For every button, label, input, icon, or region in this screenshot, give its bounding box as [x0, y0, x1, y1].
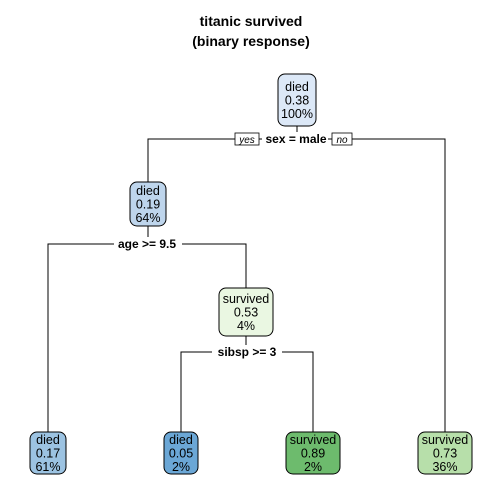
node-class-label: died	[136, 184, 160, 198]
node-box	[417, 431, 473, 475]
node-probability: 0.73	[433, 447, 457, 461]
node-class-label: died	[169, 433, 193, 447]
node-box	[277, 73, 317, 127]
split-label-bg	[262, 132, 328, 146]
node-class-label: survived	[223, 292, 270, 306]
node-class-label: survived	[422, 433, 469, 447]
node-probability: 0.38	[285, 94, 309, 108]
node-class-label: survived	[290, 433, 337, 447]
node-probability: 0.89	[301, 447, 325, 461]
edge-sibsp-split	[180, 351, 314, 432]
node-probability: 0.19	[136, 198, 160, 212]
node-percentage: 2%	[172, 460, 190, 474]
yes-label: yes	[234, 132, 260, 146]
split-label-bg	[212, 345, 282, 359]
split-age-label: age >= 9.5	[114, 237, 182, 251]
split-label: sibsp >= 3	[218, 345, 277, 359]
split-sex-label: sex = male	[262, 132, 328, 146]
yes-box	[234, 132, 260, 146]
no-text: no	[336, 135, 348, 146]
node-probability: 0.53	[234, 306, 258, 320]
split-sibsp-label: sibsp >= 3	[212, 345, 282, 359]
node-probability: 0.17	[36, 447, 60, 461]
chart-title-line2: (binary response)	[192, 33, 309, 49]
node-box	[218, 287, 274, 337]
node-class-label: died	[36, 433, 60, 447]
node-percentage: 4%	[237, 319, 255, 333]
edge-sex-split	[147, 138, 446, 432]
node-percentage: 61%	[35, 460, 60, 474]
node-percentage: 100%	[281, 107, 313, 121]
yes-text: yes	[238, 135, 255, 146]
node-box	[285, 431, 341, 475]
no-box	[331, 132, 353, 146]
split-label: age >= 9.5	[118, 237, 176, 251]
split-label: sex = male	[265, 132, 326, 146]
split-label-bg	[114, 237, 182, 251]
node-class-label: died	[285, 80, 309, 94]
tree-nodes: died0.38100%died0.1964%survived0.534%die…	[29, 73, 473, 475]
node-box	[29, 431, 67, 475]
node-box	[129, 181, 167, 227]
node-percentage: 64%	[135, 211, 160, 225]
node-box	[163, 431, 199, 475]
tree-edges	[47, 126, 446, 432]
no-label: no	[331, 132, 353, 146]
node-percentage: 36%	[432, 460, 457, 474]
chart-title-line1: titanic survived	[200, 13, 303, 29]
node-probability: 0.05	[169, 447, 193, 461]
node-percentage: 2%	[304, 460, 322, 474]
edge-age-split	[47, 243, 247, 432]
